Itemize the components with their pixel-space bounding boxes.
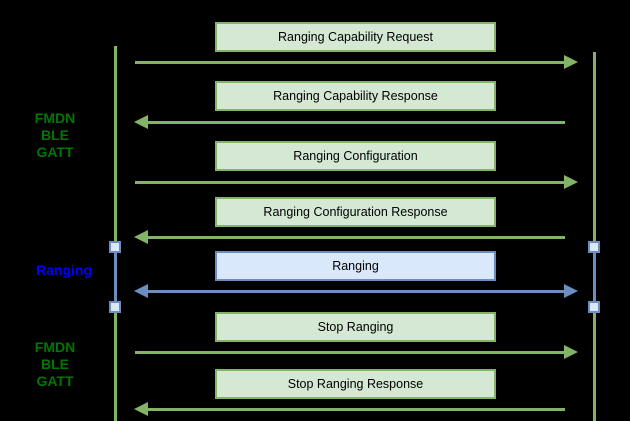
lifeline-segment-ranging: [593, 247, 596, 307]
message-box-stop-ranging: Stop Ranging: [215, 312, 496, 342]
message-label: Ranging Capability Request: [278, 30, 433, 44]
message-label: Ranging Capability Response: [273, 89, 438, 103]
arrow-ranging-capability-response: [134, 115, 578, 129]
activation-endpoint-marker: [109, 301, 121, 313]
label-line: BLE: [41, 356, 69, 372]
arrow-stop-ranging: [134, 345, 578, 359]
label-fmdn-ble-gatt-top: FMDN BLE GATT: [5, 110, 105, 161]
message-label: Ranging Configuration: [293, 149, 418, 163]
arrow-line: [146, 236, 565, 239]
message-label: Stop Ranging: [317, 320, 394, 334]
label-line: FMDN: [34, 110, 76, 126]
arrow-stop-ranging-response: [134, 402, 578, 416]
arrow-line: [135, 61, 566, 64]
label-line: Ranging: [36, 262, 92, 278]
message-box-ranging-capability-request: Ranging Capability Request: [215, 22, 496, 52]
message-label: Ranging Configuration Response: [263, 205, 448, 219]
arrowhead-right-icon: [564, 175, 578, 189]
message-label: Ranging: [332, 259, 379, 273]
arrow-ranging-configuration: [134, 175, 578, 189]
arrow-ranging-bidirectional: [134, 284, 578, 298]
lifeline-segment: [114, 307, 117, 421]
arrow-ranging-capability-request: [134, 55, 578, 69]
lifeline-segment: [593, 52, 596, 247]
arrow-line: [146, 121, 565, 124]
arrowhead-left-icon: [134, 230, 148, 244]
arrow-ranging-configuration-response: [134, 230, 578, 244]
activation-endpoint-marker: [588, 241, 600, 253]
label-fmdn-ble-gatt-bottom: FMDN BLE GATT: [5, 339, 105, 390]
arrow-line: [146, 408, 565, 411]
message-box-ranging: Ranging: [215, 251, 496, 281]
arrowhead-left-icon: [134, 402, 148, 416]
arrowhead-left-icon: [134, 115, 148, 129]
arrow-line: [135, 181, 566, 184]
activation-endpoint-marker: [588, 301, 600, 313]
lifeline-segment-ranging: [114, 247, 117, 307]
label-line: BLE: [41, 127, 69, 143]
label-ranging: Ranging: [20, 262, 108, 279]
arrowhead-right-icon: [564, 345, 578, 359]
message-box-ranging-configuration-response: Ranging Configuration Response: [215, 197, 496, 227]
label-line: GATT: [36, 373, 74, 389]
arrow-line: [146, 290, 566, 293]
arrowhead-right-icon: [564, 284, 578, 298]
message-box-ranging-configuration: Ranging Configuration: [215, 141, 496, 171]
arrowhead-right-icon: [564, 55, 578, 69]
message-box-ranging-capability-response: Ranging Capability Response: [215, 81, 496, 111]
lifeline-segment: [114, 46, 117, 247]
activation-endpoint-marker: [109, 241, 121, 253]
label-line: GATT: [36, 144, 74, 160]
message-box-stop-ranging-response: Stop Ranging Response: [215, 369, 496, 399]
arrow-line: [135, 351, 566, 354]
message-label: Stop Ranging Response: [287, 377, 424, 391]
label-line: FMDN: [34, 339, 76, 355]
arrowhead-left-icon: [134, 284, 148, 298]
lifeline-segment: [593, 307, 596, 421]
